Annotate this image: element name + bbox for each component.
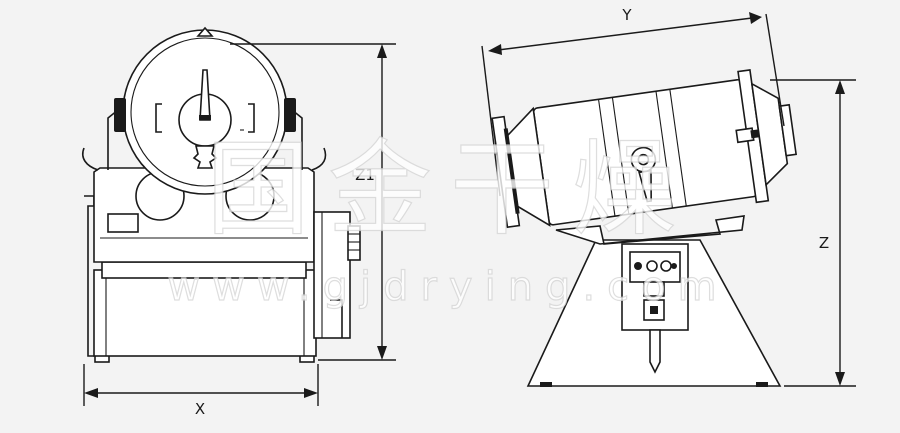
dim-label-x: X bbox=[195, 400, 205, 418]
dim-label-y: Y bbox=[621, 6, 632, 24]
dimension-lines bbox=[83, 12, 856, 406]
watermark-url: www.gjdrying.com bbox=[167, 264, 728, 310]
watermark-brand: 国金干燥 bbox=[206, 128, 694, 250]
front-hook-left bbox=[82, 147, 99, 171]
front-left-rail bbox=[84, 195, 95, 357]
side-drum bbox=[491, 69, 798, 229]
front-hook-right bbox=[311, 147, 327, 171]
dim-label-z: Z bbox=[819, 234, 829, 252]
side-view bbox=[491, 69, 798, 387]
front-view bbox=[82, 26, 361, 363]
front-lower-cabinet bbox=[93, 269, 317, 357]
side-post bbox=[649, 329, 661, 374]
front-clamp-left bbox=[114, 98, 126, 132]
front-motor-box bbox=[313, 211, 351, 339]
front-knob bbox=[192, 145, 218, 169]
dim-label-z1: Z1 bbox=[355, 166, 375, 184]
front-nameplate bbox=[107, 213, 139, 233]
front-clamp-right bbox=[284, 98, 296, 132]
